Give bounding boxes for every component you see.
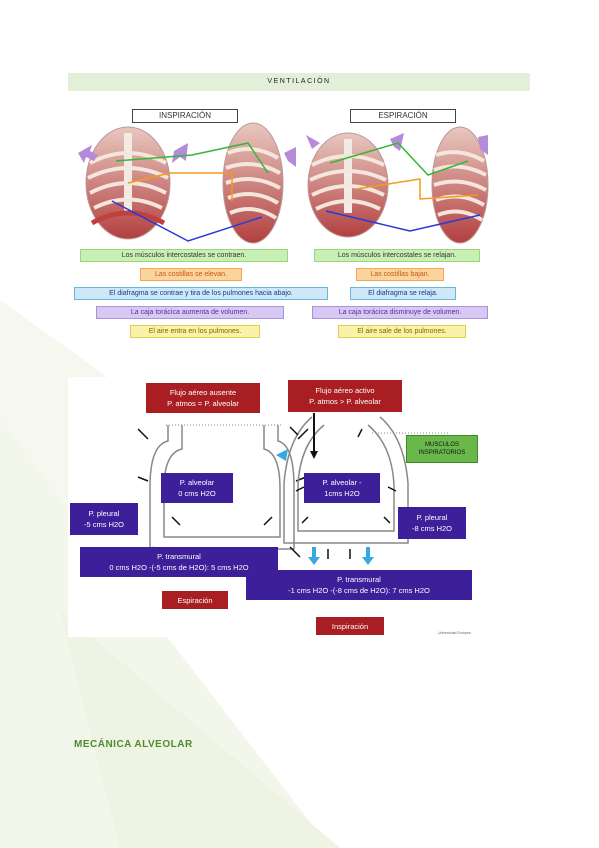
ventilation-figure: INSPIRACIÓN ESPIRACIÓN Los músculos inte… xyxy=(68,103,490,341)
right-transmural-line2: -1 cms H2O -(-8 cms de H2O): 7 cms H2O xyxy=(288,586,430,595)
ventilation-header: VENTILACIÓN xyxy=(68,73,530,91)
esp-label-2: Las costillas bajan. xyxy=(356,268,444,281)
insp-label-5: El aire entra en los pulmones. xyxy=(130,325,260,338)
left-airflow-box: Flujo aéreo ausente P. atmos = P. alveol… xyxy=(146,383,260,413)
left-transmural-line1: P. transmural xyxy=(157,552,201,561)
esp-label-5: El aire sale de los pulmones. xyxy=(338,325,466,338)
right-phase-box: Inspiración xyxy=(316,617,384,635)
image-credit: Universidad Europea xyxy=(438,631,471,635)
esp-label-3: El diafragma se relaja. xyxy=(350,287,456,300)
alveolar-pressure-figure: Flujo aéreo ausente P. atmos = P. alveol… xyxy=(68,377,489,637)
right-pleural-line1: P. pleural xyxy=(416,513,448,522)
left-transmural-box: P. transmural 0 cms H2O -(-5 cms de H2O)… xyxy=(80,547,278,577)
esp-label-1: Los músculos intercostales se relajan. xyxy=(314,249,480,262)
insp-label-3: El diafragma se contrae y tira de los pu… xyxy=(74,287,328,300)
inspiratory-muscles-box: MUSCULOS INSPIRATORIOS xyxy=(406,435,478,463)
right-alveolar-line2: 1cms H2O xyxy=(324,489,360,498)
insp-label-4: La caja torácica aumenta de volumen. xyxy=(96,306,284,319)
left-alveolar-line2: 0 cms H2O xyxy=(178,489,216,498)
right-airflow-line1: Flujo aéreo activo xyxy=(315,386,375,395)
inspiration-title: INSPIRACIÓN xyxy=(132,109,238,123)
left-pleural-line1: P. pleural xyxy=(88,509,120,518)
right-pleural-line2: -8 cms H2O xyxy=(411,524,452,533)
left-alveolar-line1: P. alveolar xyxy=(179,478,215,487)
inspiratory-muscles-line1: MUSCULOS xyxy=(424,442,459,448)
left-phase-box: Espiración xyxy=(162,591,228,609)
left-alveolar-box: P. alveolar 0 cms H2O xyxy=(161,473,233,503)
insp-label-2: Las costillas se elevan. xyxy=(140,268,242,281)
left-airflow-line1: Flujo aéreo ausente xyxy=(169,388,237,397)
inspiratory-muscles-line2: INSPIRATORIOS xyxy=(418,450,466,456)
section-title: MECÁNICA ALVEOLAR xyxy=(74,739,193,750)
right-transmural-line1: P. transmural xyxy=(337,575,381,584)
left-transmural-line2: 0 cms H2O -(-5 cms de H2O): 5 cms H2O xyxy=(109,563,249,572)
ribcage-illustration xyxy=(78,122,489,244)
insp-label-1: Los músculos intercostales se contraen. xyxy=(80,249,288,262)
right-alveolar-box: P. alveolar - 1cms H2O xyxy=(304,473,380,503)
right-airflow-line2: P. atmos > P. alveolar xyxy=(309,397,381,406)
expiration-title: ESPIRACIÓN xyxy=(350,109,456,123)
right-airflow-box: Flujo aéreo activo P. atmos > P. alveola… xyxy=(288,380,402,412)
right-transmural-box: P. transmural -1 cms H2O -(-8 cms de H2O… xyxy=(246,570,472,600)
right-alveolar-line1: P. alveolar - xyxy=(322,478,362,487)
esp-label-4: La caja torácica disminuye de volumen. xyxy=(312,306,488,319)
left-pleural-box: P. pleural -5 cms H2O xyxy=(70,503,138,535)
right-pleural-box: P. pleural -8 cms H2O xyxy=(398,507,466,539)
left-airflow-line2: P. atmos = P. alveolar xyxy=(167,399,239,408)
left-pleural-line2: -5 cms H2O xyxy=(83,520,124,529)
